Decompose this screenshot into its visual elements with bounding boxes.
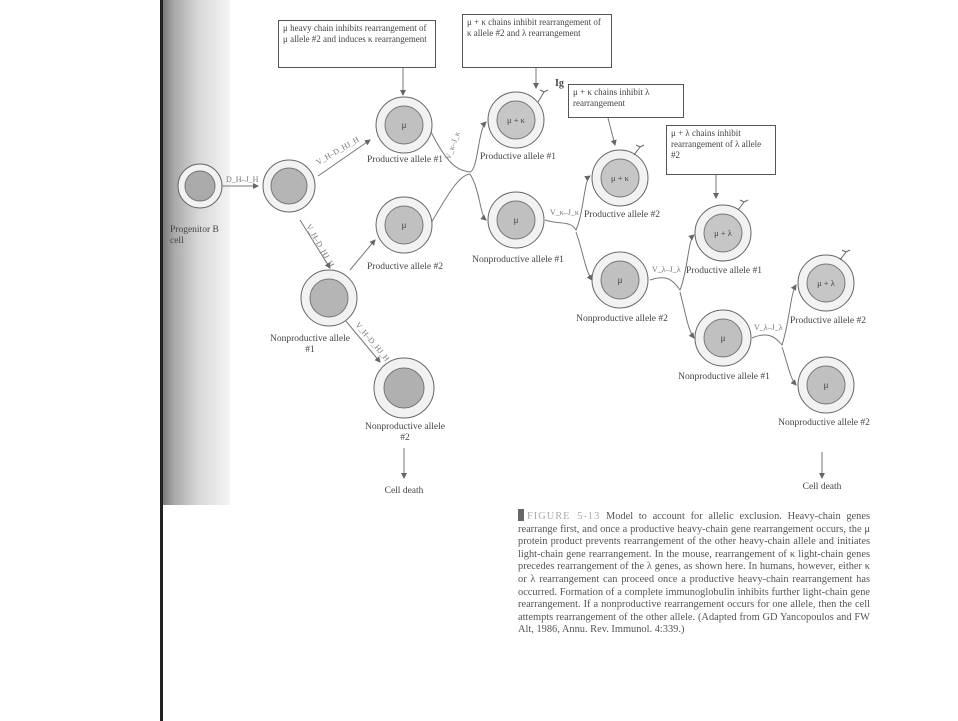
cell-mu-np-k1: μ (487, 191, 545, 249)
cell-muk1: μ + κ (487, 89, 549, 149)
label-prod-k1: Productive allele #1 (480, 152, 556, 162)
label-vk-jk-2: V_κ–J_κ (550, 208, 579, 217)
antibody-icon (737, 199, 749, 211)
cell-mu1: μ (375, 96, 433, 154)
box-mu-lambda-inhibits: μ + λ chains inhibit rearrangement of λ … (666, 125, 776, 175)
label-prod-h1: Productive allele #1 (367, 155, 443, 165)
arrow-to-mul1 (649, 234, 695, 292)
label-progenitor: Progenitor B cell (170, 225, 219, 246)
arrow-to-mu-np-k1 (469, 173, 487, 221)
figure-number: FIGURE 5-13 (527, 511, 601, 522)
arrow-mu2-merge (429, 173, 471, 226)
label-nonprod-h1: Nonproductive allele #1 (270, 334, 350, 355)
label-nonprod-l2: Nonproductive allele #2 (778, 418, 870, 428)
arrow-box3 (607, 117, 617, 146)
arrow-to-muk2 (544, 175, 591, 232)
figure-caption: FIGURE 5-13 Model to account for allelic… (518, 509, 870, 637)
book-spine-shadow (160, 0, 230, 505)
arrow-np1-to-np2 (344, 319, 381, 363)
caption-text: Model to account for allelic exclusion. … (518, 511, 870, 636)
box-mu-kappa-inhibits: μ + κ chains inhibit rearrangement of κ … (462, 14, 612, 68)
antibody-icon (537, 89, 549, 103)
label-prod-k2: Productive allele #2 (584, 210, 660, 220)
cell-mu1-text: μ (402, 120, 407, 130)
cell-mu2: μ (375, 196, 433, 254)
cell-mu-np-l2-text: μ (824, 380, 829, 390)
label-vh-dhjh-2: V_H–D_HJ_H (304, 223, 336, 269)
label-cell-death-2: Cell death (802, 482, 842, 492)
label-prod-l2: Productive allele #2 (790, 316, 866, 326)
cell-pre-b (262, 159, 316, 213)
cell-mul1-text: μ + λ (714, 228, 733, 238)
arrow-to-mu-np-l1 (679, 291, 695, 339)
cell-nonprod-h1 (300, 269, 358, 327)
cell-mu-np-k2-text: μ (618, 275, 623, 285)
cell-mu-np-k2: μ (591, 251, 649, 309)
cell-mu-np-l1: μ (694, 309, 752, 367)
page-edge-line (160, 0, 163, 721)
arrow-np1-to-mu2 (349, 239, 376, 271)
arrow-to-mu-np-l2 (781, 346, 797, 386)
ig-label: Ig (555, 78, 564, 89)
label-nonprod-h2: Nonproductive allele #2 (365, 422, 445, 443)
cell-mul1: μ + λ (694, 199, 752, 262)
cell-mu-np-l1-text: μ (721, 333, 726, 343)
label-nonprod-k2: Nonproductive allele #2 (576, 314, 668, 324)
arrow-mu1-to-muk1 (429, 121, 487, 173)
cell-nonprod-h2 (373, 357, 435, 419)
label-vl-jl-1: V_λ–J_λ (652, 265, 681, 274)
cell-muk2-text: μ + κ (611, 173, 630, 183)
cell-mu2-text: μ (402, 220, 407, 230)
cell-muk1-text: μ + κ (507, 115, 526, 125)
label-prod-h2: Productive allele #2 (367, 262, 443, 272)
label-nonprod-k1: Nonproductive allele #1 (472, 255, 564, 265)
label-cell-death-1: Cell death (384, 486, 424, 496)
label-nonprod-l1: Nonproductive allele #1 (678, 372, 770, 382)
label-vk-jk-1: V_κ–J_κ (443, 130, 461, 160)
cell-progenitor (177, 163, 223, 209)
label-prod-l1: Productive allele #1 (686, 266, 762, 276)
arrow-pre-to-np1 (299, 219, 331, 269)
cell-mu-np-k1-text: μ (514, 215, 519, 225)
cell-mul2: μ + λ (797, 249, 855, 312)
antibody-icon (633, 144, 645, 156)
cell-mu-np-l2: μ (797, 356, 855, 414)
label-dh-jh: D_H–J_H (226, 175, 259, 184)
box-mu-kappa-inhibit-lambda: μ + κ chains inhibit λ rearrangement (568, 84, 684, 118)
box-mu-inhibits: μ heavy chain inhibits rearrangement of … (278, 20, 436, 68)
label-vl-jl-2: V_λ–J_λ (754, 323, 783, 332)
caption-marker (518, 509, 524, 521)
arrow-to-mu-np-k2 (575, 231, 593, 281)
label-vh-dhjh-3: V_H–D_HJ_H (353, 321, 391, 364)
arrow-pre-to-mu1 (317, 139, 371, 177)
antibody-icon (839, 249, 851, 261)
arrow-to-mul2 (751, 284, 797, 347)
cell-mul2-text: μ + λ (817, 278, 836, 288)
cell-muk2: μ + κ (591, 144, 649, 207)
